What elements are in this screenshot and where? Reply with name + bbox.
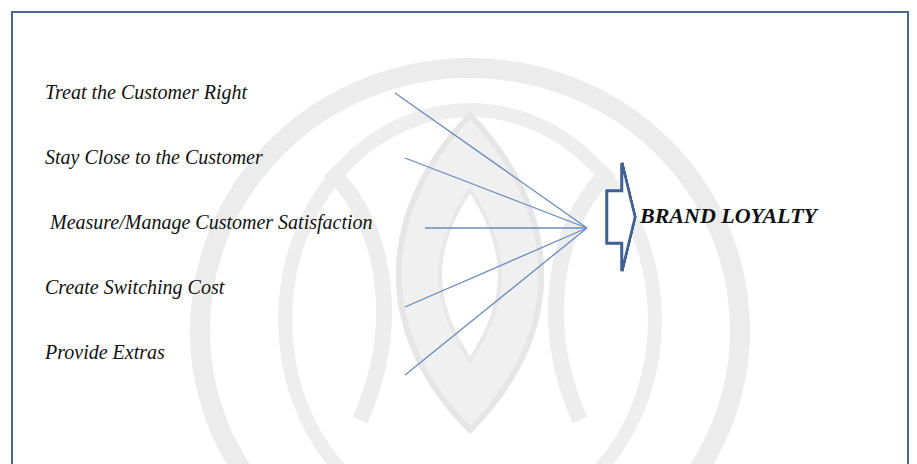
connector xyxy=(425,163,635,271)
factor-node: Provide Extras xyxy=(45,340,405,380)
block-arrowhead xyxy=(607,163,635,271)
factor-node: Measure/Manage Customer Satisfaction xyxy=(50,210,425,236)
connector-line xyxy=(405,228,587,375)
block-arrowhead xyxy=(607,163,635,271)
connector xyxy=(405,163,635,307)
factor-text: Create Switching Cost xyxy=(45,275,405,299)
block-arrowhead xyxy=(607,163,635,271)
connector xyxy=(405,158,635,271)
connector-line xyxy=(405,158,587,228)
factor-text: Treat the Customer Right xyxy=(45,80,395,104)
factor-node: Stay Close to the Customer xyxy=(45,145,405,171)
connector-line xyxy=(425,227,587,228)
outcome-node: BRAND LOYALTY xyxy=(640,203,826,231)
connector xyxy=(405,163,635,375)
connector xyxy=(395,93,635,271)
block-arrowhead xyxy=(607,163,635,271)
factor-text: Stay Close to the Customer xyxy=(45,145,405,169)
factor-text: Provide Extras xyxy=(45,340,405,364)
connector-line xyxy=(395,93,587,228)
factor-text: Measure/Manage Customer Satisfaction xyxy=(50,210,425,234)
frame-border xyxy=(12,12,908,464)
connector-line xyxy=(405,228,587,307)
watermark-emblem xyxy=(200,68,740,464)
factor-node: Treat the Customer Right xyxy=(45,80,395,106)
factor-node: Create Switching Cost xyxy=(45,275,405,315)
block-arrowhead xyxy=(607,163,635,271)
outcome-text: BRAND LOYALTY xyxy=(640,203,826,229)
